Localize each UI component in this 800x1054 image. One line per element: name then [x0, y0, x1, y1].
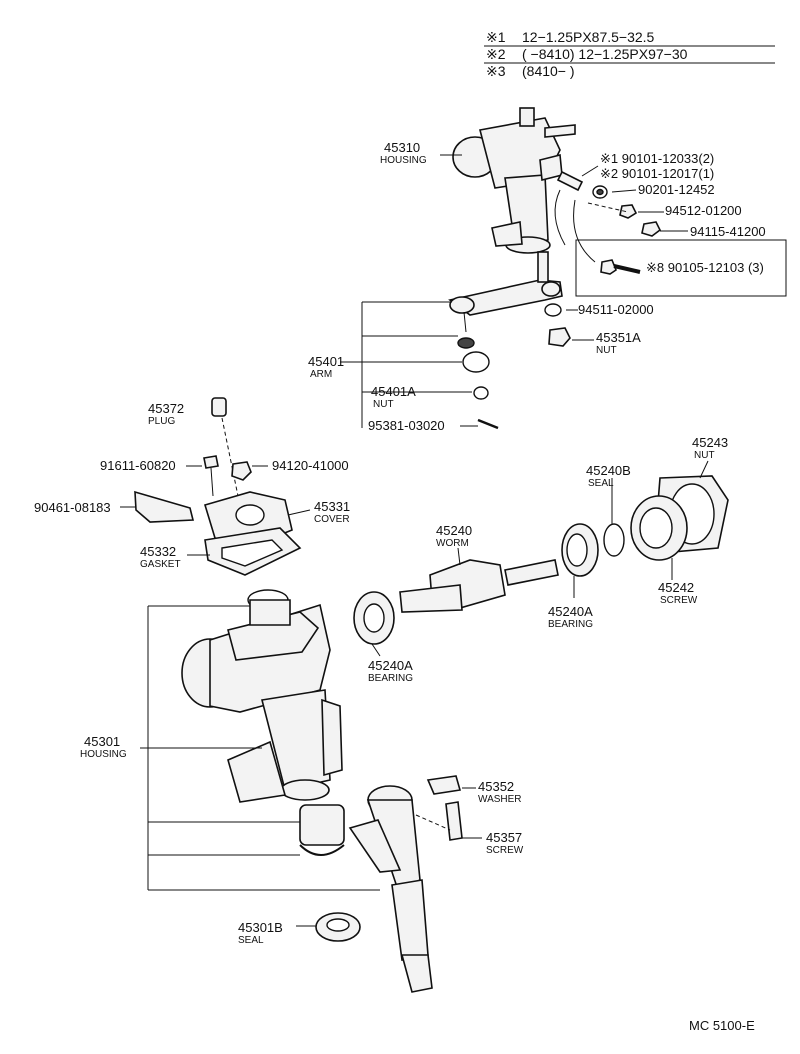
- label-45357-name: SCREW: [486, 845, 524, 856]
- label-45243-number: 45243: [692, 435, 728, 450]
- leader-lines: [120, 154, 709, 927]
- label-45240a-number-right: 45240A: [548, 604, 593, 619]
- label-45243-name: NUT: [694, 450, 715, 461]
- label-94512-01200: 94512-01200: [665, 203, 742, 218]
- note-3-text: (8410− ): [522, 63, 575, 79]
- label-45240b-number: 45240B: [586, 463, 631, 478]
- note-2-mark: ※2: [486, 46, 506, 62]
- part-labels: 45310 HOUSING ※1 90101-12033(2) ※2 90101…: [34, 140, 766, 1033]
- label-45240b-name: SEAL: [588, 478, 614, 489]
- note-1-mark: ※1: [486, 29, 506, 45]
- label-45351a-name: NUT: [596, 345, 617, 356]
- upper-housing-illustration: [452, 107, 576, 254]
- label-45310-name: HOUSING: [380, 155, 427, 166]
- note-2-text: ( −8410) 12−1.25PX97−30: [522, 46, 688, 62]
- label-94511-02000: 94511-02000: [578, 302, 654, 317]
- label-45301-name: HOUSING: [80, 749, 127, 760]
- pitman-arm-illustration: [448, 251, 563, 333]
- label-90101-12033: ※1 90101-12033(2): [600, 151, 714, 166]
- label-91611-60820: 91611-60820: [100, 458, 176, 473]
- label-45352-number: 45352: [478, 779, 514, 794]
- label-45401-number: 45401: [308, 354, 344, 369]
- label-45332-name: GASKET: [140, 559, 181, 570]
- note-3-mark: ※3: [486, 63, 506, 79]
- note-1-text: 12−1.25PX87.5−32.5: [522, 29, 655, 45]
- label-95381-03020: 95381-03020: [368, 418, 445, 433]
- label-45310-number: 45310: [384, 140, 420, 155]
- label-90101-12017: ※2 90101-12017(1): [600, 166, 714, 181]
- small-hardware-illustrations: [457, 170, 662, 430]
- label-90461-08183: 90461-08183: [34, 500, 111, 515]
- label-45301b-number: 45301B: [238, 920, 283, 935]
- main-housing-illustration: [181, 589, 345, 856]
- label-45331-name: COVER: [314, 514, 350, 525]
- worm-group-illustration: [353, 475, 729, 645]
- label-45357-number: 45357: [486, 830, 522, 845]
- label-45401a-name: NUT: [373, 399, 394, 410]
- label-45240a-name-right: BEARING: [548, 619, 593, 630]
- label-45242-number: 45242: [658, 580, 694, 595]
- label-45240-name: WORM: [436, 538, 469, 549]
- optional-parts-box: [575, 239, 787, 297]
- diagram-code: MC 5100-E: [689, 1018, 755, 1033]
- header-notes: ※1 12−1.25PX87.5−32.5 ※2 ( −8410) 12−1.2…: [484, 29, 775, 79]
- label-45240a-name-left: BEARING: [368, 673, 413, 684]
- label-45372-number: 45372: [148, 401, 184, 416]
- label-45240a-number-left: 45240A: [368, 658, 413, 673]
- label-45352-name: WASHER: [478, 794, 522, 805]
- label-90201-12452: 90201-12452: [638, 182, 715, 197]
- label-45351a-number: 45351A: [596, 330, 641, 345]
- label-45372-name: PLUG: [148, 416, 175, 427]
- label-94120-41000: 94120-41000: [272, 458, 349, 473]
- sector-shaft-illustration: [315, 775, 463, 993]
- label-45401-name: ARM: [310, 369, 332, 380]
- label-45301b-name: SEAL: [238, 935, 264, 946]
- label-45401a-number: 45401A: [371, 384, 416, 399]
- label-45332-number: 45332: [140, 544, 176, 559]
- label-45242-name: SCREW: [660, 595, 698, 606]
- label-90105-12103: ※8 90105-12103 (3): [646, 260, 764, 275]
- cover-group-illustration: [134, 397, 302, 576]
- label-94115-41200: 94115-41200: [690, 224, 766, 239]
- label-45301-number: 45301: [84, 734, 120, 749]
- label-45331-number: 45331: [314, 499, 350, 514]
- label-45240-number: 45240: [436, 523, 472, 538]
